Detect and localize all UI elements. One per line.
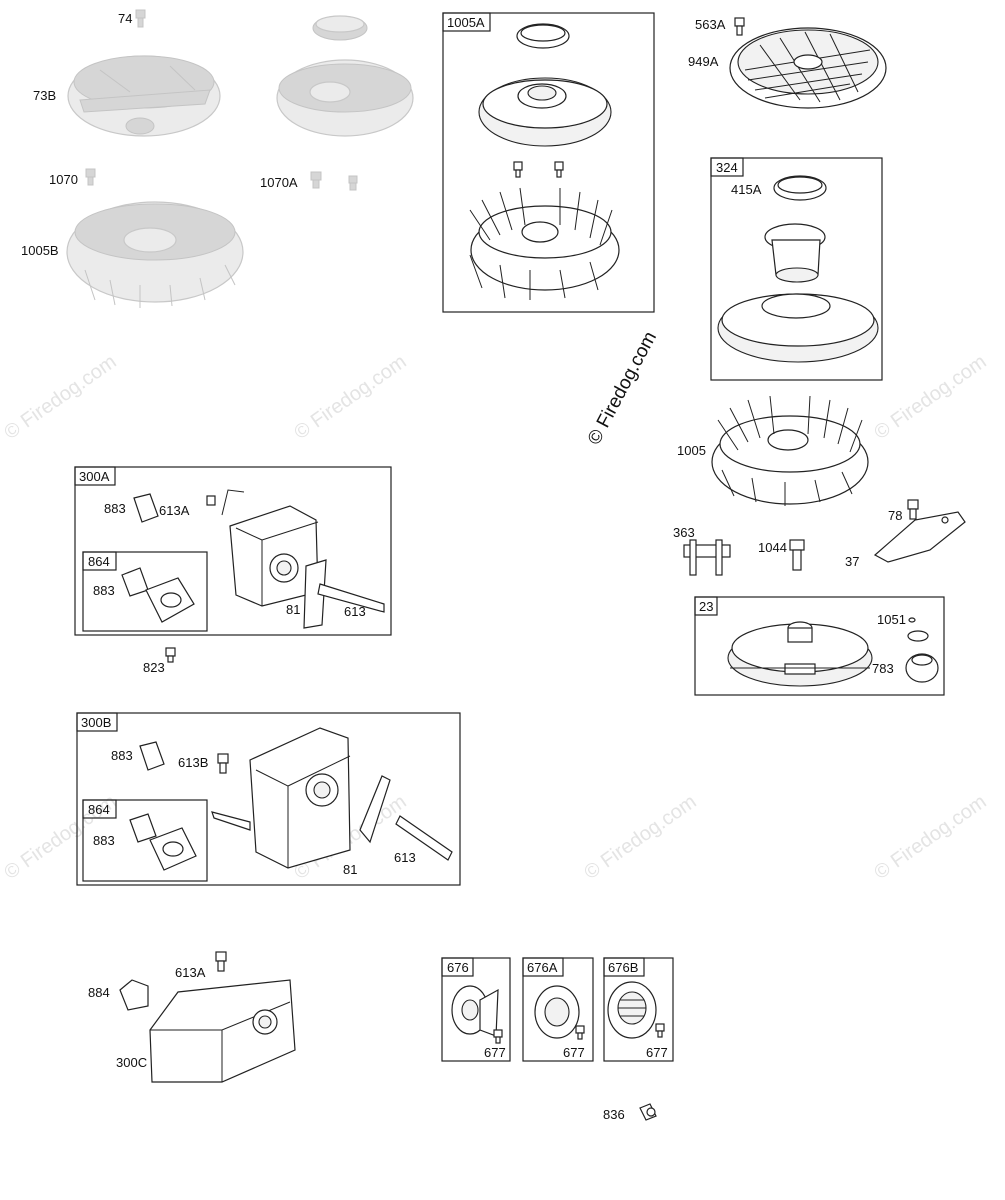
part-screen-faded: [276, 15, 414, 137]
group-tag-676A: [522, 957, 564, 977]
label-883-a: 883: [104, 501, 126, 516]
group-tag-300A: [74, 466, 116, 486]
label-613B: 613B: [178, 755, 208, 770]
label-74: 74: [118, 11, 132, 26]
part-1070-bolt: [85, 168, 96, 186]
part-1005B-fan: [66, 201, 244, 308]
group-frame-1005A: [442, 12, 655, 313]
group-tag-1005A: [442, 12, 491, 32]
part-676B-guard: [607, 981, 665, 1039]
part-74-bolt: [135, 9, 146, 28]
part-783-gear: [905, 653, 939, 683]
part-363-stud: [683, 539, 731, 576]
label-677-b: 677: [563, 1045, 585, 1060]
label-613-a: 613: [344, 604, 366, 619]
label-37: 37: [845, 554, 859, 569]
label-883-b: 883: [93, 583, 115, 598]
label-949A: 949A: [688, 54, 719, 69]
label-1070A: 1070A: [260, 175, 298, 190]
part-300C-muffler: [149, 979, 296, 1083]
group-frame-864-a: [82, 551, 208, 632]
group-tag-23: [694, 596, 718, 616]
group-label-864-a: 864: [88, 554, 110, 569]
group-frame-23: [694, 596, 945, 696]
part-1070A-bolts: [310, 171, 358, 191]
group-frame-864-b: [82, 799, 208, 882]
part-823-bolt: [165, 647, 176, 663]
group-label-676B: 676B: [608, 960, 638, 975]
label-81-b: 81: [343, 862, 357, 877]
group-label-300B: 300B: [81, 715, 111, 730]
label-883-c: 883: [111, 748, 133, 763]
part-324-assembly: [717, 175, 879, 363]
part-300A-muffler: [121, 489, 385, 629]
watermark-text: © Firedog.com: [0, 351, 120, 444]
label-73B: 73B: [33, 88, 56, 103]
label-613A-a: 613A: [159, 503, 190, 518]
watermark-text: © Firedog.com: [870, 351, 990, 444]
group-label-676: 676: [447, 960, 469, 975]
part-884-clamp: [119, 979, 149, 1011]
group-tag-864-a: [82, 551, 117, 571]
group-frame-324: [710, 157, 883, 381]
label-1051: 1051: [877, 612, 906, 627]
watermark-text: © Firedog.com: [580, 791, 700, 884]
group-frame-300A: [74, 466, 392, 636]
group-label-1005A: 1005A: [447, 15, 485, 30]
group-frame-300B: [76, 712, 461, 886]
part-1044-screw: [789, 539, 805, 571]
watermark-text: © Firedog.com: [290, 351, 410, 444]
label-836: 836: [603, 1107, 625, 1122]
watermark-main: © Firedog.com: [584, 328, 661, 448]
group-tag-300B: [76, 712, 118, 732]
label-1005: 1005: [677, 443, 706, 458]
group-tag-676: [441, 957, 474, 977]
watermark-text: © Firedog.com: [870, 791, 990, 884]
group-tag-324: [710, 157, 744, 177]
part-676-guard: [451, 985, 503, 1044]
part-23-flywheel: [727, 621, 873, 687]
part-949A-screen: [729, 27, 887, 109]
group-tag-864-b: [82, 799, 117, 819]
part-73B-cover: [67, 55, 221, 137]
part-1051-washer: [907, 617, 929, 642]
label-1005B: 1005B: [21, 243, 59, 258]
label-1044: 1044: [758, 540, 787, 555]
group-label-300A: 300A: [79, 469, 110, 484]
label-363: 363: [673, 525, 695, 540]
label-677-c: 677: [646, 1045, 668, 1060]
part-37-bracket: [873, 511, 966, 563]
label-300C: 300C: [116, 1055, 147, 1070]
label-783: 783: [872, 661, 894, 676]
label-884: 884: [88, 985, 110, 1000]
label-883-d: 883: [93, 833, 115, 848]
label-415A: 415A: [731, 182, 762, 197]
label-823: 823: [143, 660, 165, 675]
part-836-bolt: [639, 1103, 657, 1121]
group-label-676A: 676A: [527, 960, 558, 975]
part-676A-guard: [534, 985, 585, 1040]
part-300B-muffler: [129, 727, 453, 871]
label-563A: 563A: [695, 17, 726, 32]
part-1005A-assembly: [469, 23, 620, 300]
part-613A-b-bolt: [215, 951, 227, 972]
part-78-bolt: [907, 499, 919, 520]
group-label-864-b: 864: [88, 802, 110, 817]
label-613A-b: 613A: [175, 965, 206, 980]
part-1005-fan: [711, 395, 869, 506]
group-frame-676: [441, 957, 511, 1062]
label-677-a: 677: [484, 1045, 506, 1060]
label-613-b: 613: [394, 850, 416, 865]
group-label-324: 324: [716, 160, 738, 175]
group-tag-676B: [603, 957, 645, 977]
label-78: 78: [888, 508, 902, 523]
label-1070: 1070: [49, 172, 78, 187]
part-563A-screw: [734, 17, 745, 36]
group-label-23: 23: [699, 599, 713, 614]
label-81-a: 81: [286, 602, 300, 617]
